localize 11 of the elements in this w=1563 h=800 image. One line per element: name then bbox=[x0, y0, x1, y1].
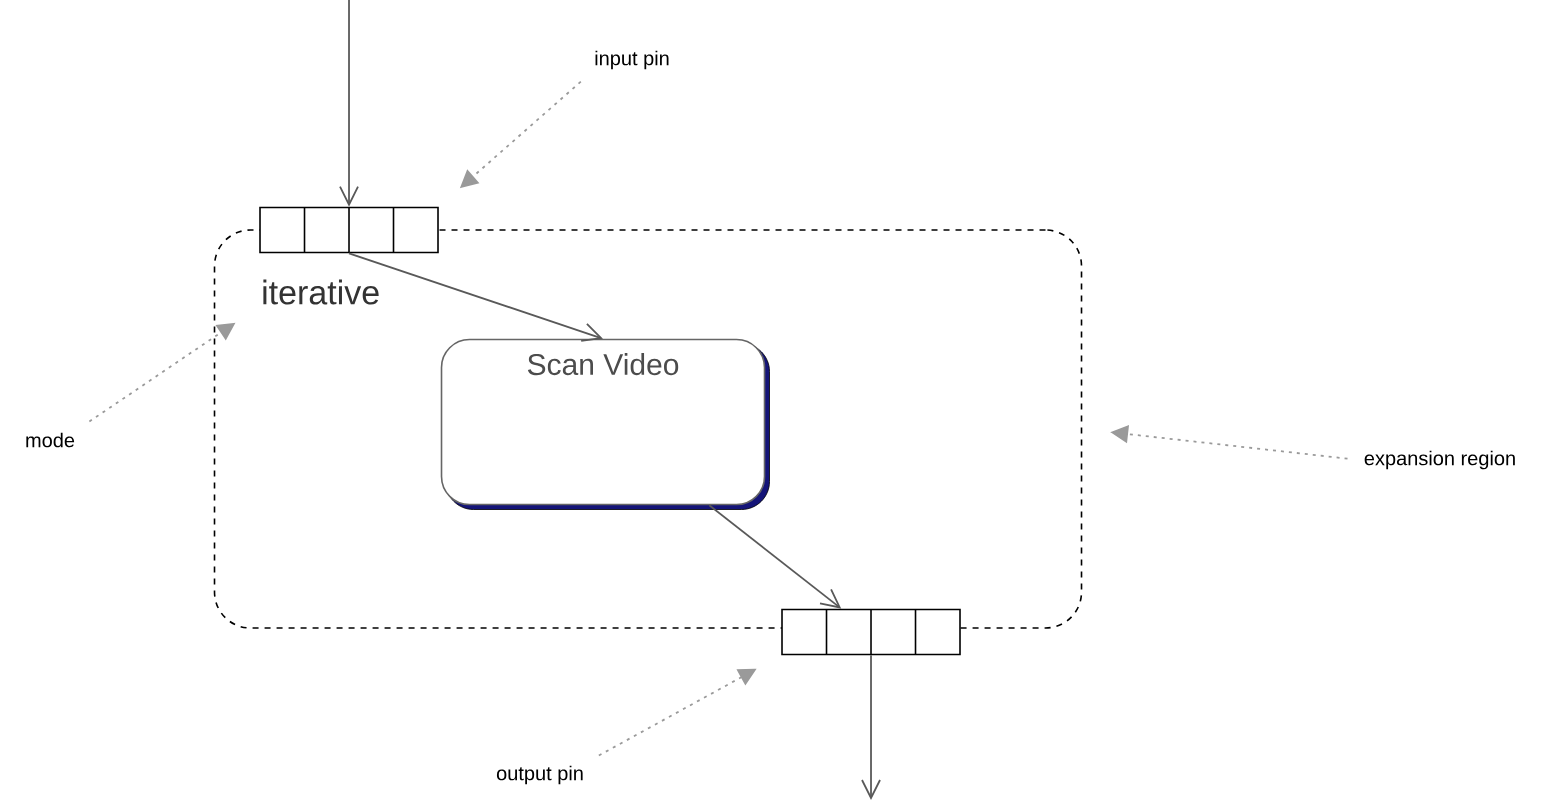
arrow bbox=[348, 252, 603, 342]
arrow bbox=[339, 0, 359, 207]
callout-label: input pin bbox=[595, 50, 669, 70]
arrow bbox=[861, 654, 881, 800]
callout-label: output pin bbox=[496, 765, 583, 785]
callout-label: expansion region bbox=[1364, 450, 1515, 470]
arrow bbox=[708, 504, 842, 609]
pin-box bbox=[781, 608, 961, 656]
pin-box bbox=[259, 206, 439, 254]
callout-label: mode bbox=[26, 432, 75, 448]
action-box: Scan Video bbox=[440, 338, 770, 510]
